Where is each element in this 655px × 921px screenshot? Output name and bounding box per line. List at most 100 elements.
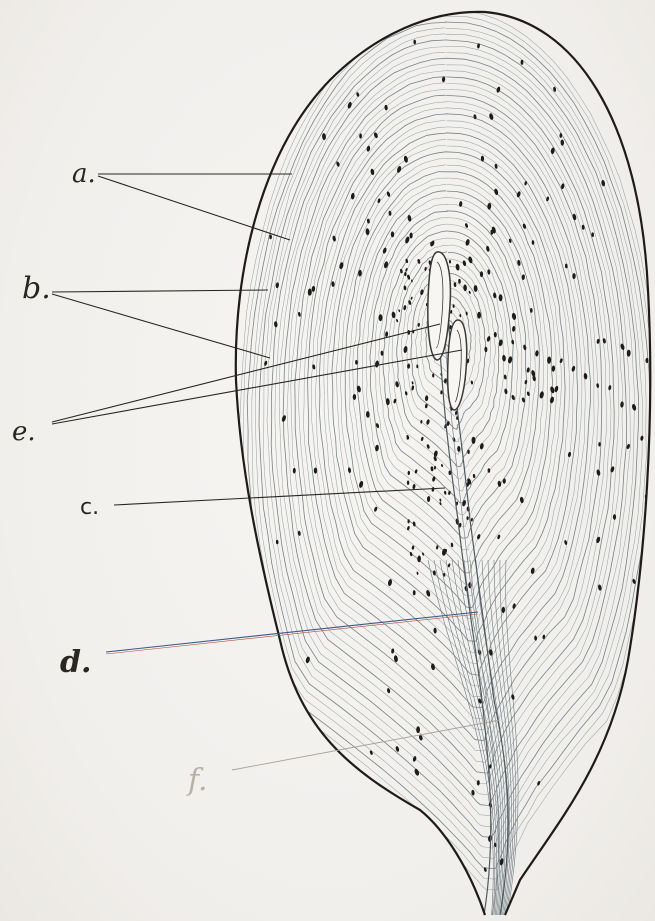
nucleus	[473, 474, 476, 479]
nucleus	[369, 750, 373, 755]
nucleus	[444, 491, 447, 495]
nucleus	[305, 656, 310, 664]
nucleus	[507, 356, 513, 364]
nucleus	[464, 223, 468, 228]
nucleus	[471, 518, 473, 522]
nucleus	[332, 235, 336, 242]
nucleus	[385, 331, 388, 337]
nucleus	[413, 40, 416, 45]
nucleus	[276, 540, 279, 545]
nucleus	[502, 355, 506, 362]
nucleus	[504, 374, 507, 379]
nucleus	[468, 291, 471, 295]
nucleus	[420, 420, 422, 424]
nucleus	[559, 358, 563, 363]
nucleus	[620, 401, 624, 407]
nucleus	[476, 534, 480, 540]
nucleus	[430, 466, 433, 471]
central-corpuscles	[428, 252, 467, 410]
nucleus	[451, 542, 454, 547]
nucleus	[523, 344, 527, 350]
nucleus	[308, 288, 312, 295]
nucleus	[499, 294, 503, 301]
nucleus	[411, 381, 413, 384]
nucleus	[347, 101, 353, 109]
nucleus	[432, 476, 436, 482]
nucleus	[353, 394, 357, 400]
nucleus	[387, 688, 391, 694]
nucleus	[426, 444, 430, 449]
nucleus	[504, 388, 508, 394]
nucleus	[457, 446, 460, 452]
nucleus	[367, 218, 370, 223]
nucleus	[620, 343, 625, 350]
nucleus	[608, 385, 612, 391]
nucleus	[512, 603, 516, 609]
nucleus	[511, 340, 514, 345]
nucleus	[404, 236, 410, 244]
fibre-layer	[271, 58, 626, 805]
nucleus	[366, 411, 370, 418]
nucleus	[453, 304, 455, 308]
nucleus	[439, 498, 441, 501]
nucleus	[449, 260, 451, 264]
label-c: c.	[80, 495, 99, 520]
nucleus	[293, 468, 296, 474]
nucleus	[442, 76, 446, 82]
nucleus	[522, 223, 527, 229]
nucleus	[596, 469, 601, 476]
nucleus	[511, 313, 516, 321]
nucleus	[410, 296, 413, 300]
nucleus	[387, 579, 392, 587]
nucleus	[411, 545, 414, 550]
nucleus	[447, 563, 450, 567]
nucleus	[373, 132, 378, 139]
nucleus	[477, 312, 481, 319]
nucleus	[412, 484, 416, 489]
nucleus	[386, 191, 391, 197]
nucleus	[366, 145, 370, 151]
nucleus	[449, 471, 452, 476]
nucleus	[427, 496, 431, 502]
nucleus	[503, 478, 506, 484]
nucleus	[414, 469, 417, 474]
nucleus	[431, 487, 434, 492]
nucleus	[391, 231, 395, 237]
nucleus	[281, 415, 287, 423]
nucleus	[269, 235, 272, 240]
fibre-layer	[324, 139, 574, 663]
nucleus	[298, 312, 301, 317]
nucleus	[416, 726, 420, 733]
capsule-outline	[236, 12, 650, 915]
nucleus	[377, 198, 381, 203]
nucleus	[426, 419, 431, 425]
fibre-layer	[279, 71, 619, 784]
nucleus	[572, 213, 577, 220]
stem-fibre	[506, 560, 519, 915]
nucleus	[434, 466, 436, 470]
nucleus	[408, 471, 411, 475]
nucleus	[433, 628, 437, 634]
nucleus	[561, 139, 565, 145]
nucleus	[535, 350, 539, 356]
nucleus	[484, 347, 487, 353]
nucleus	[448, 490, 451, 495]
nucleus	[472, 437, 476, 444]
nucleus	[365, 228, 369, 235]
nucleus	[396, 319, 399, 323]
nucleus	[486, 246, 490, 253]
nucleus	[403, 305, 407, 311]
nucleus	[314, 468, 317, 474]
nucleus	[519, 497, 524, 504]
nucleus	[409, 232, 412, 238]
nucleus	[551, 365, 555, 371]
label-d: d.	[60, 645, 91, 680]
nucleus	[534, 635, 537, 640]
nucleus	[583, 373, 587, 380]
nucleus	[596, 383, 599, 388]
nucleus	[373, 506, 377, 512]
nucleus	[331, 281, 334, 287]
nucleus	[493, 292, 497, 298]
nucleus	[477, 780, 480, 786]
